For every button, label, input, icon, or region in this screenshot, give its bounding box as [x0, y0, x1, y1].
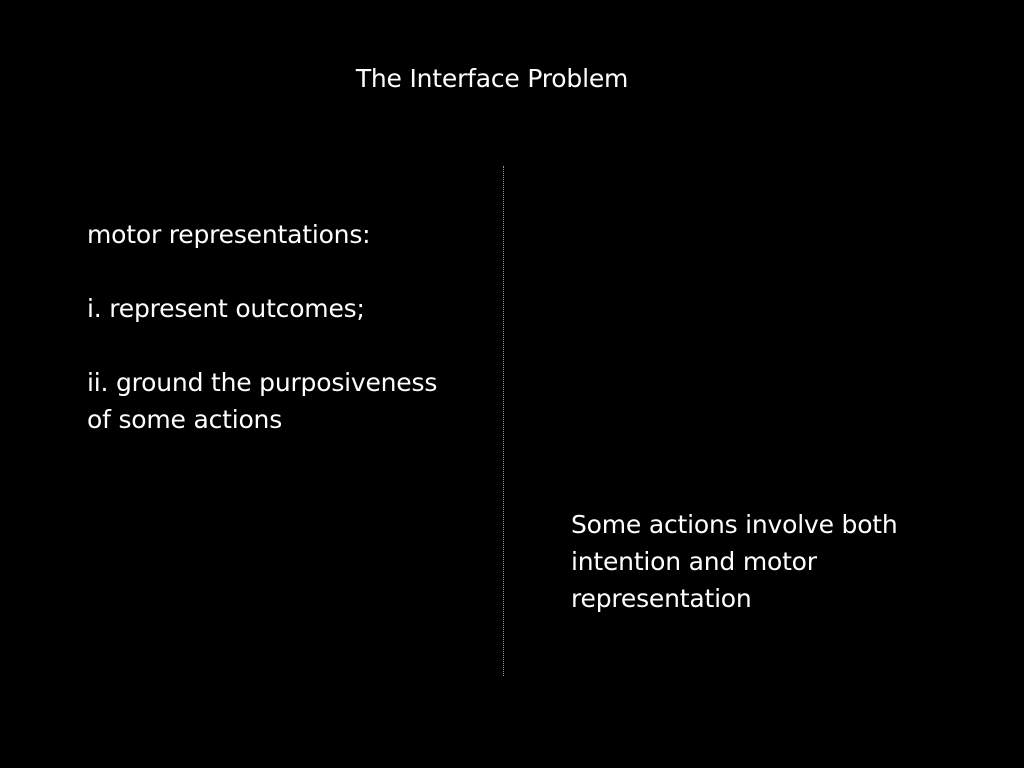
actions-statement: Some actions involve both intention and … [571, 510, 898, 613]
motor-representations-heading: motor representations: [87, 220, 371, 249]
point-two: ii. ground the purposiveness of some act… [87, 368, 438, 434]
column-divider [503, 166, 504, 676]
spacer [87, 327, 447, 364]
spacer [87, 253, 447, 290]
slide-title: The Interface Problem [355, 64, 629, 93]
left-column: motor representations: i. represent outc… [87, 216, 447, 438]
point-one: i. represent outcomes; [87, 294, 365, 323]
right-column: Some actions involve both intention and … [571, 506, 951, 617]
